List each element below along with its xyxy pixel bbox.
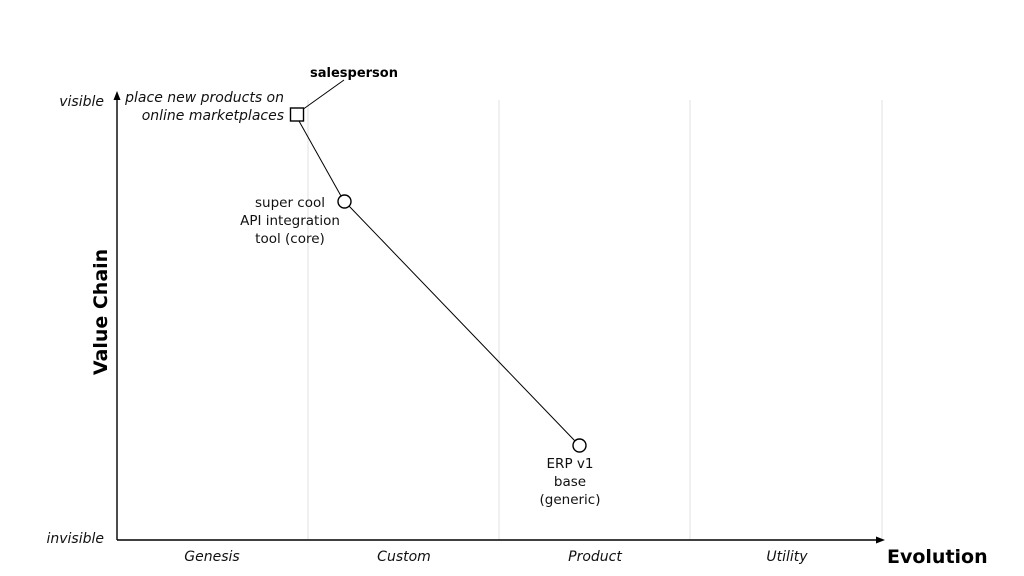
component-api-tool[interactable]: super cool API integration tool (core) xyxy=(240,194,352,247)
component-label-line: tool (core) xyxy=(255,231,325,247)
component-label-line: online marketplaces xyxy=(142,108,284,124)
component-erp[interactable]: ERP v1 base (generic) xyxy=(540,438,601,508)
stage-label-product: Product xyxy=(568,549,622,565)
y-axis-arrow-icon xyxy=(113,91,121,100)
x-axis-arrow-icon xyxy=(876,536,885,544)
anchor-salesperson[interactable]: salesperson xyxy=(310,66,398,81)
y-axis xyxy=(113,91,121,540)
component-place-products[interactable]: place new products on online marketplace… xyxy=(124,90,305,124)
stage-label-genesis: Genesis xyxy=(184,549,239,565)
y-axis-bottom-label: invisible xyxy=(46,531,104,547)
component-label-line: API integration xyxy=(240,213,340,229)
component-label-line: ERP v1 xyxy=(547,456,594,472)
component-square-icon[interactable] xyxy=(289,107,305,122)
x-axis xyxy=(117,536,885,544)
link-anchor-to-place xyxy=(301,79,345,111)
component-circle-icon[interactable] xyxy=(572,438,587,453)
component-label-line: (generic) xyxy=(540,492,601,508)
stage-label-utility: Utility xyxy=(766,549,808,565)
y-axis-top-label: visible xyxy=(59,94,104,110)
link-place-to-api xyxy=(298,120,342,197)
y-axis-title: Value Chain xyxy=(90,249,112,375)
component-label-line: place new products on xyxy=(124,90,284,106)
component-label-line: base xyxy=(554,474,586,490)
dependency-links xyxy=(298,79,576,442)
x-axis-title: Evolution xyxy=(887,546,988,568)
stage-gridlines xyxy=(307,100,883,540)
component-circle-icon[interactable] xyxy=(337,194,352,209)
stage-label-custom: Custom xyxy=(377,549,431,565)
component-label-line: super cool xyxy=(255,195,325,211)
link-api-to-erp xyxy=(348,205,576,442)
